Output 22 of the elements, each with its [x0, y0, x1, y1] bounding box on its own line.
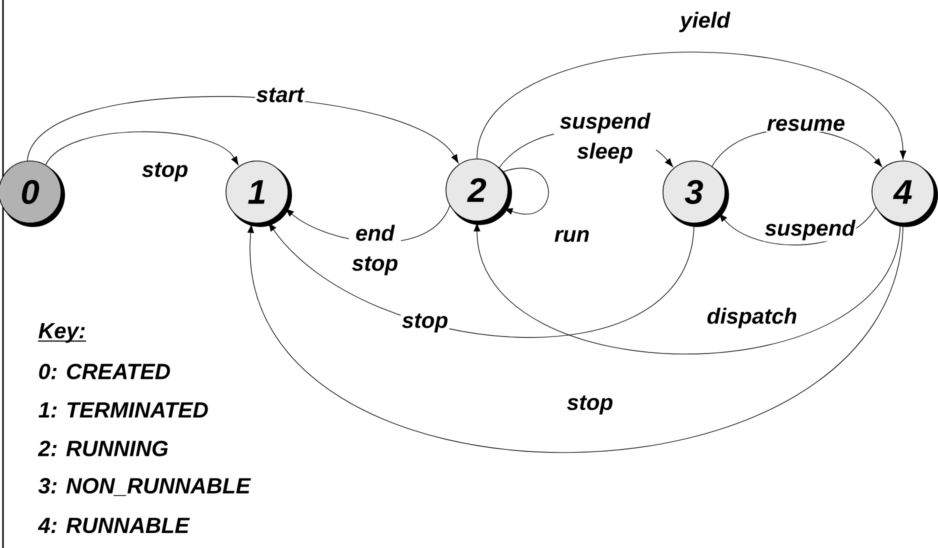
key-entry: 3: NON_RUNNABLE	[38, 478, 251, 496]
edge-label: start	[255, 86, 305, 104]
key-entry: 1: TERMINATED	[38, 402, 208, 418]
edge-label: dispatch	[706, 306, 798, 330]
edge-label: end stop	[349, 224, 401, 276]
edge-label: stop	[566, 394, 614, 416]
edge-label: suspend sleep	[554, 112, 656, 164]
arrow	[26, 96, 459, 164]
arrow	[476, 52, 906, 160]
arrow	[45, 131, 239, 166]
key-entry: 4: RUNNABLE	[38, 518, 190, 534]
key-entry: 2: RUNNING	[38, 440, 168, 456]
key-entry: 0: CREATED	[39, 364, 170, 380]
edge-label: yield	[678, 10, 732, 34]
edge-label: stop	[400, 312, 450, 334]
edge-label: resume	[766, 118, 846, 132]
arrow	[474, 222, 901, 354]
edge-label: run	[553, 228, 591, 244]
edge-label: suspend	[764, 218, 856, 242]
edge-label: stop	[140, 162, 190, 182]
arrow	[502, 168, 549, 214]
key-heading: Key:	[38, 323, 86, 343]
